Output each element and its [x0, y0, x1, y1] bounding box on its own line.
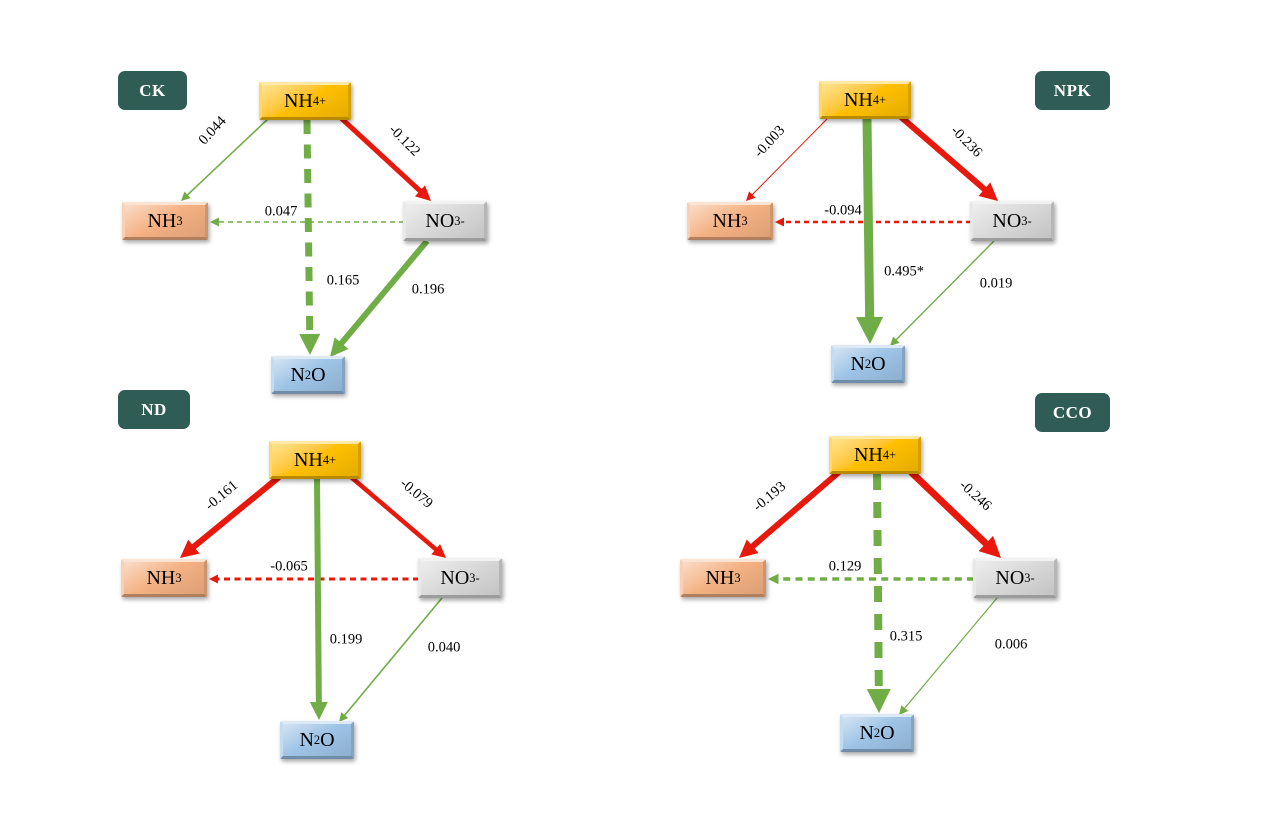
- node-label-part: O: [311, 364, 326, 386]
- node-label-part: O: [871, 353, 886, 375]
- edge-value-nh4-nh3-cco: -0.193: [750, 478, 790, 515]
- arrow-line: [894, 240, 995, 342]
- edge-value-nh4-no3-nd: -0.079: [396, 475, 436, 512]
- arrow-line: [185, 117, 270, 197]
- arrow-head: [330, 337, 349, 357]
- node-label-part: NH: [712, 210, 742, 232]
- edge-value-nh4-nh3-ck: 0.044: [195, 113, 230, 149]
- node-label-part: NH: [853, 444, 883, 466]
- arrow-line: [342, 597, 443, 718]
- arrow-line: [314, 478, 322, 705]
- node-label-part: NH: [146, 567, 176, 589]
- arrow-head: [746, 191, 756, 201]
- node-label-part: NH: [147, 210, 177, 232]
- edge-value-nh4-no3-ck: -0.122: [385, 121, 424, 160]
- arrow-line: [862, 118, 875, 320]
- edge-value-no3-n2o-ck: 0.196: [411, 281, 445, 298]
- arrow-line: [903, 597, 998, 711]
- node-label-part: N: [290, 364, 305, 386]
- arrow-line: [303, 119, 314, 337]
- arrow-head: [856, 316, 884, 344]
- arrow-line: [750, 116, 830, 197]
- arrow-head: [978, 182, 998, 201]
- node-label-part: NH: [843, 89, 873, 111]
- node-label-part: N: [299, 729, 314, 751]
- arrow-head: [181, 191, 191, 201]
- arrow-line: [339, 116, 424, 195]
- arrow-head: [978, 535, 1001, 558]
- arrow-head: [899, 705, 909, 715]
- arrow-line: [190, 474, 281, 551]
- node-label-part: NO: [995, 567, 1025, 589]
- arrow-head: [299, 333, 321, 355]
- arrow-line: [349, 475, 439, 553]
- arrow-head: [414, 185, 431, 201]
- arrow-head: [739, 539, 759, 558]
- panel-label-cco: CCO: [1035, 393, 1110, 432]
- panel-label-ck: CK: [118, 71, 187, 110]
- edge-value-nh4-n2o-ck: 0.165: [326, 272, 360, 289]
- edge-value-nh4-n2o-npk: 0.495*: [884, 263, 924, 280]
- panel-label-npk: NPK: [1035, 71, 1110, 110]
- edge-value-nh4-n2o-nd: 0.199: [329, 631, 363, 648]
- edge-value-no3-n2o-cco: 0.006: [994, 636, 1028, 653]
- edge-value-no3-nh3-cco: 0.129: [828, 558, 862, 575]
- arrow-line: [873, 473, 883, 692]
- arrow-head: [768, 573, 779, 585]
- node-label-part: NH: [293, 449, 323, 471]
- arrow-head: [431, 544, 446, 558]
- arrow-line: [749, 469, 841, 550]
- arrow-head: [180, 539, 200, 558]
- node-label-part: NH: [705, 567, 735, 589]
- arrow-line: [337, 239, 430, 347]
- panel-label-nd: ND: [118, 390, 190, 429]
- edge-value-no3-n2o-npk: 0.019: [979, 275, 1013, 292]
- edge-value-no3-n2o-nd: 0.040: [427, 639, 461, 656]
- arrow-head: [890, 336, 900, 346]
- arrow-head: [339, 712, 349, 722]
- arrow-head: [210, 217, 219, 227]
- node-label-part: NO: [992, 210, 1022, 232]
- edge-value-nh4-no3-cco: -0.246: [956, 477, 995, 515]
- edge-value-nh4-n2o-cco: 0.315: [889, 628, 923, 645]
- arrow-line: [908, 469, 990, 548]
- arrow-head: [309, 701, 328, 720]
- arrow-head: [866, 688, 891, 713]
- edge-value-no3-nh3-nd: -0.065: [270, 558, 308, 575]
- node-label-part: NO: [440, 567, 470, 589]
- node-label-part: O: [320, 729, 335, 751]
- node-label-part: NO: [425, 210, 455, 232]
- arrow-head: [775, 217, 784, 227]
- node-label-part: O: [880, 722, 895, 744]
- node-label-part: N: [859, 722, 874, 744]
- node-label-part: NH: [283, 90, 313, 112]
- edge-value-nh4-nh3-nd: -0.161: [202, 477, 242, 514]
- edge-value-nh4-nh3-npk: -0.003: [751, 122, 789, 161]
- edge-value-nh4-no3-npk: -0.236: [947, 122, 986, 161]
- arrow-head: [209, 574, 218, 584]
- node-label-part: N: [850, 353, 865, 375]
- arrow-line: [899, 114, 988, 193]
- edge-value-no3-nh3-ck: 0.047: [264, 203, 298, 220]
- edge-value-no3-nh3-npk: -0.094: [824, 202, 862, 219]
